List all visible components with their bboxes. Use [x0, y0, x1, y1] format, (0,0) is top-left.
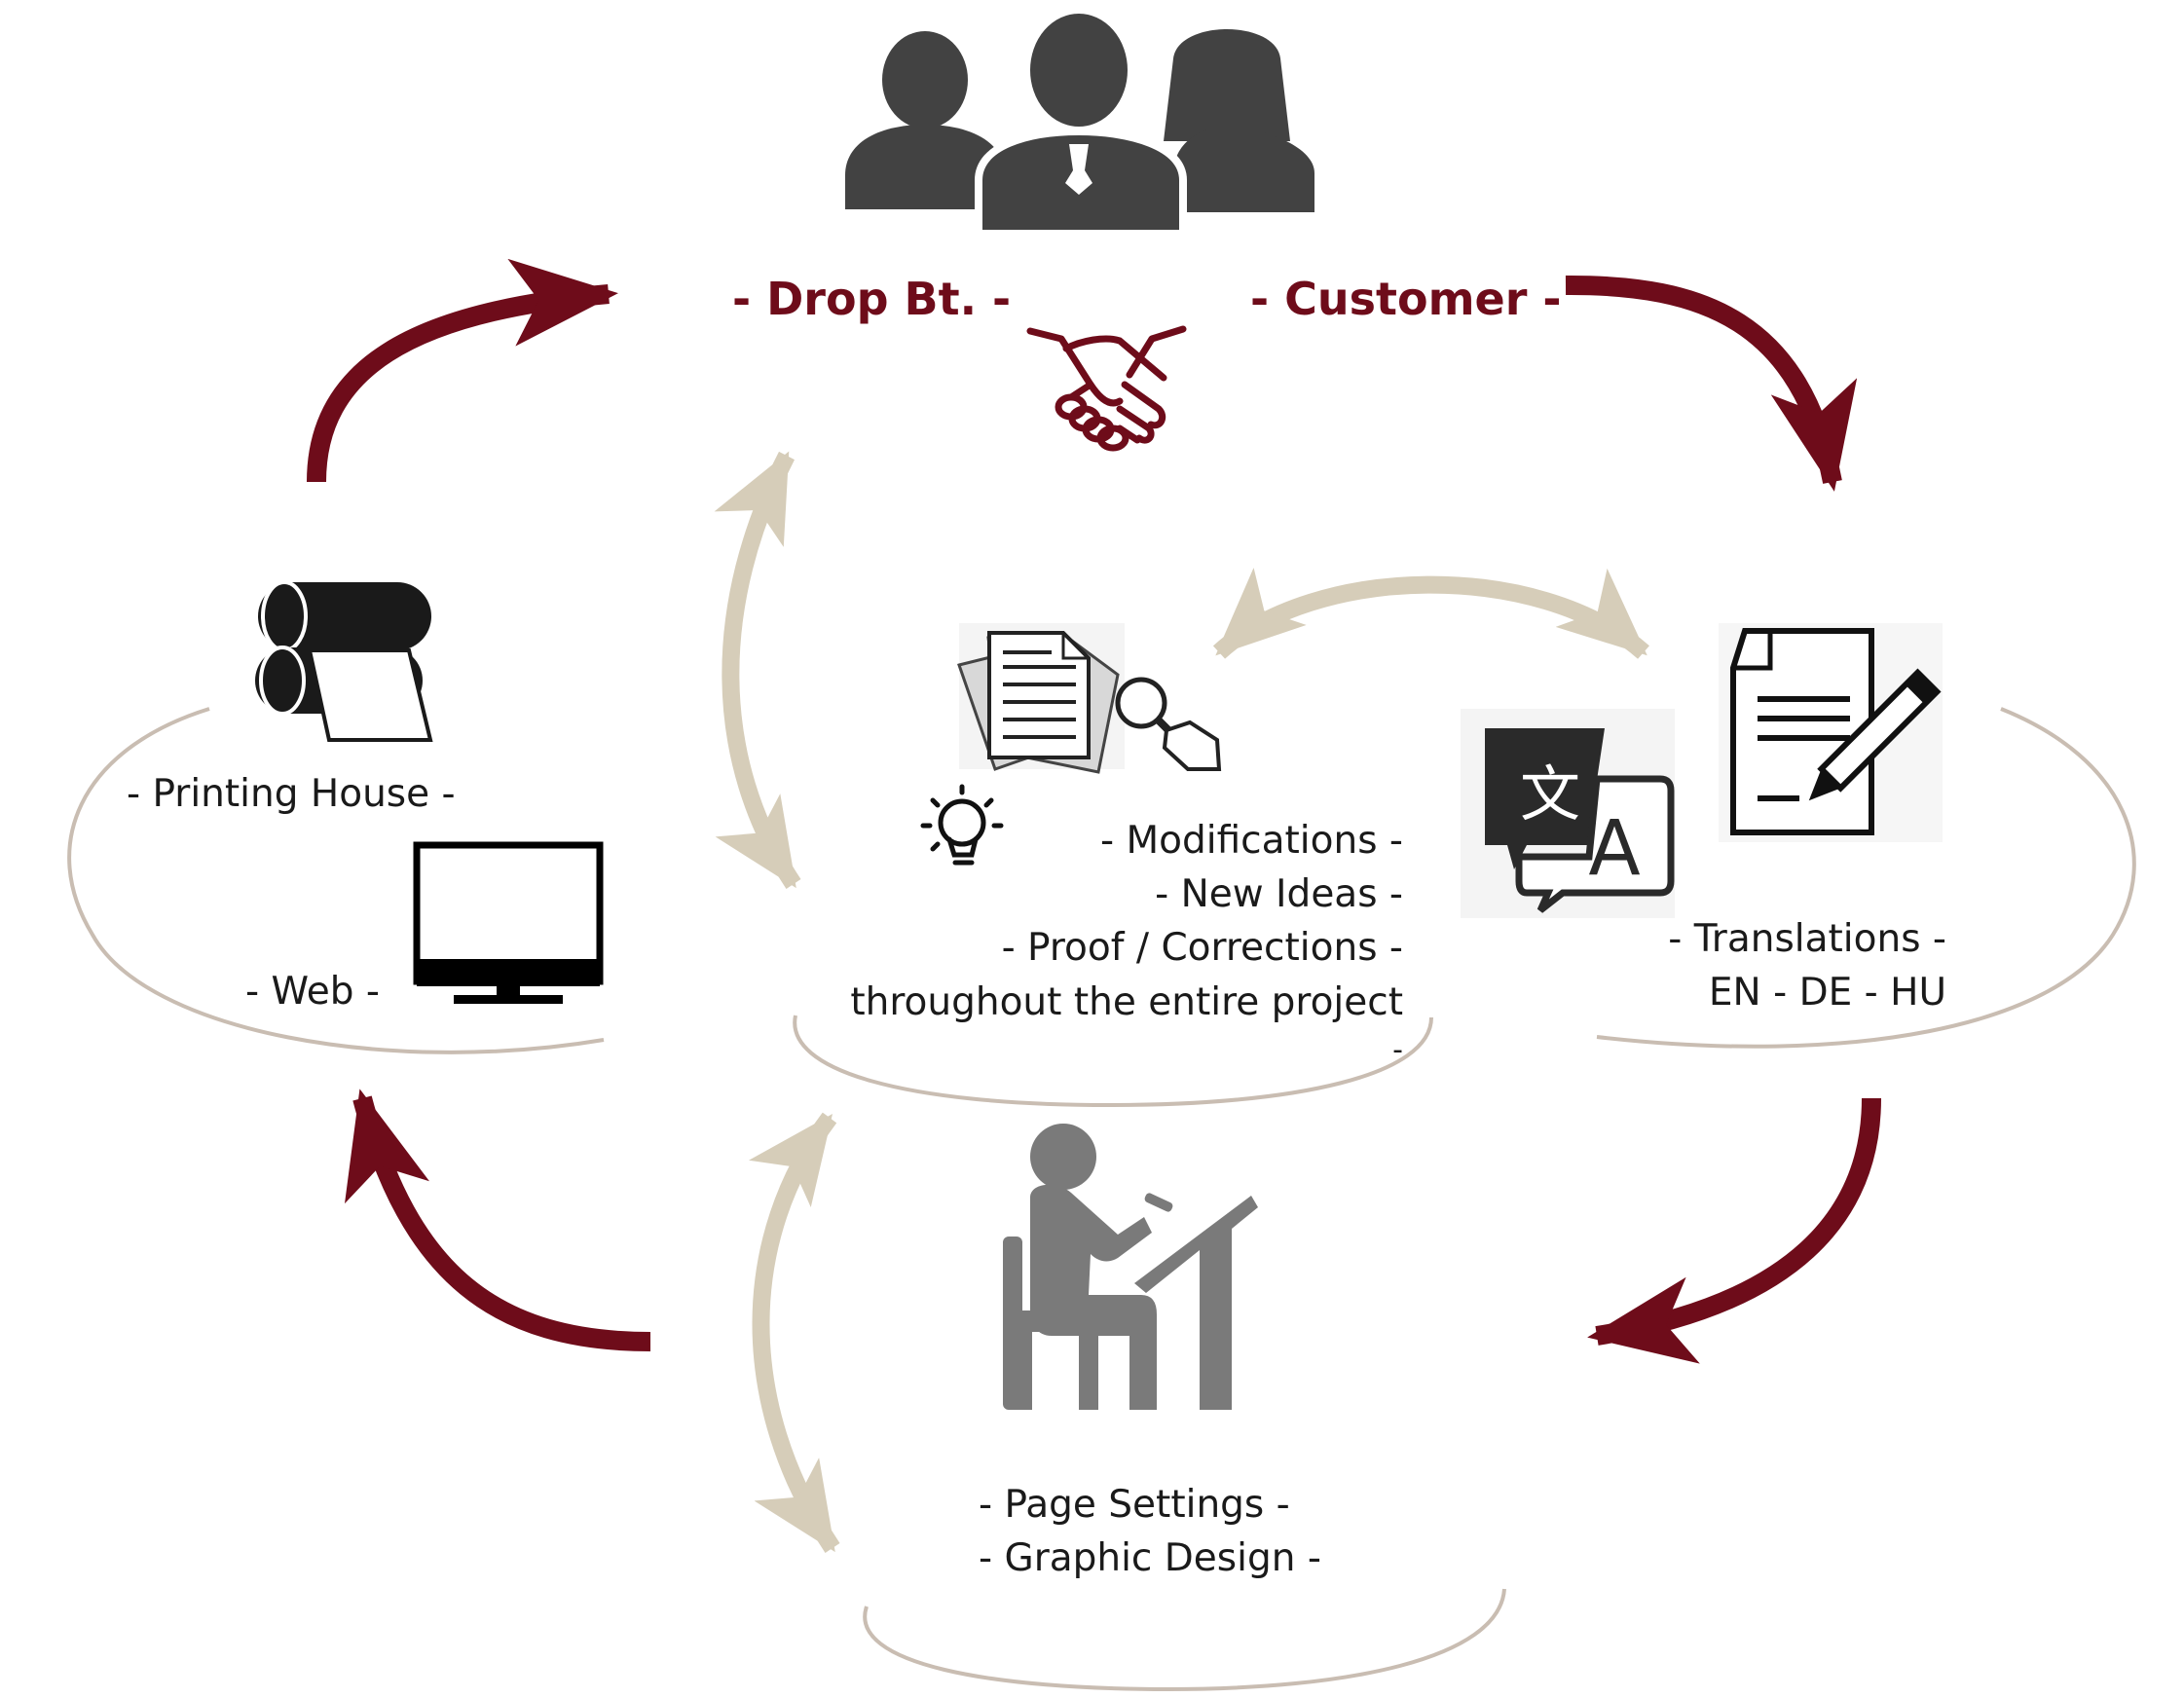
design-ellipse: [863, 1588, 1506, 1692]
contract-pen-icon: [1719, 623, 1943, 842]
arrow-to-design: [1587, 1097, 1881, 1364]
languages-label: EN - DE - HU: [1708, 971, 1946, 1015]
documents-magnifier-icon: [957, 623, 1222, 774]
new-ideas-label: - New Ideas -: [1155, 872, 1403, 916]
red-arrows: [307, 258, 1881, 1364]
people-group-icon: [845, 6, 1314, 238]
double-arrow-left-upper: [714, 451, 801, 889]
svg-text:文: 文: [1520, 758, 1580, 830]
print-ellipse: [67, 707, 605, 1054]
customer-label: - Customer -: [1250, 273, 1562, 325]
double-arrow-left-lower: [748, 1112, 840, 1553]
entire-project-dash: -: [1392, 1033, 1403, 1067]
svg-text:A: A: [1588, 805, 1640, 893]
drop-bt-label: - Drop Bt. -: [732, 273, 1012, 325]
monitor-icon: [413, 841, 604, 1004]
printing-rollers-icon: [255, 580, 433, 742]
modifications-label: - Modifications -: [1100, 819, 1403, 863]
ellipses: [67, 707, 2136, 1692]
arrow-to-print: [345, 1089, 651, 1351]
translate-icon: 文 A: [1461, 709, 1675, 918]
lightbulb-icon: [920, 784, 1004, 866]
review-ellipse: [793, 1015, 1433, 1108]
printing-house-label: - Printing House -: [127, 772, 456, 816]
double-arrow-top: [1212, 568, 1649, 659]
page-settings-label: - Page Settings -: [979, 1483, 1290, 1527]
arrow-from-customer: [1565, 275, 1858, 492]
designer-at-desk-icon: [1003, 1124, 1258, 1410]
beige-arrows: [714, 451, 1649, 1553]
proof-corrections-label: - Proof / Corrections -: [1001, 926, 1403, 970]
translations-label: - Translations -: [1668, 917, 1946, 961]
entire-project-label: throughout the entire project: [850, 980, 1403, 1024]
graphic-design-label: - Graphic Design -: [979, 1536, 1321, 1580]
web-label: - Web -: [245, 970, 380, 1014]
translation-ellipse: [1596, 707, 2136, 1049]
handshake-icon: [1026, 325, 1187, 452]
arrow-to-drop: [307, 258, 618, 483]
